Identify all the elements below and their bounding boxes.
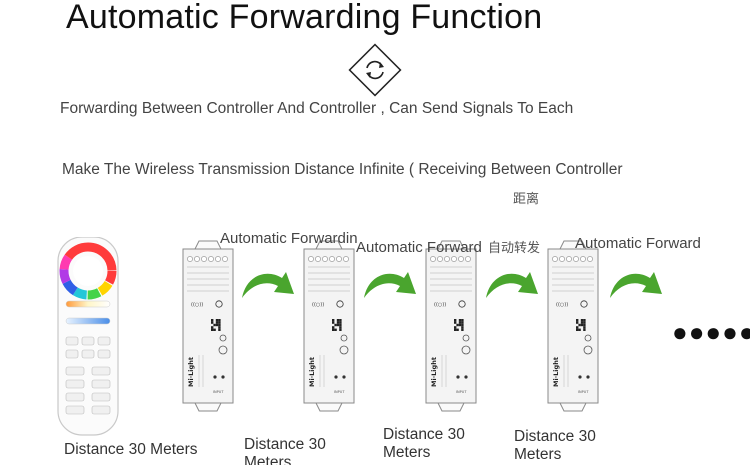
curved-arrow-icon: [484, 264, 540, 300]
subtitle-line-2: Make The Wireless Transmission Distance …: [62, 161, 623, 178]
controller-device: ((○)) Mi·Light INPUT: [420, 237, 482, 415]
svg-text:Mi·Light: Mi·Light: [552, 357, 560, 387]
svg-text:((○)): ((○)): [191, 302, 203, 308]
curved-arrow-icon: [362, 264, 418, 300]
svg-text:Mi·Light: Mi·Light: [430, 357, 438, 387]
svg-text:INPUT: INPUT: [456, 390, 467, 394]
distance-label-controller-2: Distance 30 Meters: [383, 426, 465, 461]
forward-label: Automatic Forward: [356, 239, 482, 256]
svg-text:Mi·Light: Mi·Light: [308, 357, 316, 387]
svg-text:INPUT: INPUT: [334, 390, 345, 394]
curved-arrow-icon: [608, 264, 664, 300]
cjk-fragment-distance: 距离: [513, 191, 540, 206]
controller-device: ((○)) Mi·Light INPUT: [177, 237, 239, 415]
image-gap: [130, 305, 178, 365]
page-title: Automatic Forwarding Function: [66, 0, 543, 36]
distance-label-controller-1: Distance 30 Meters: [244, 436, 326, 465]
distance-label-remote: Distance 30 Meters: [64, 441, 198, 458]
svg-text:((○)): ((○)): [556, 302, 568, 308]
cycle-arrows-icon: [343, 38, 407, 102]
remote-control: [40, 237, 136, 437]
curved-arrow-icon: [240, 264, 296, 300]
cjk-fragment-forward: 自动转发: [488, 240, 541, 255]
subtitle-line-1: Forwarding Between Controller And Contro…: [60, 100, 574, 117]
svg-text:INPUT: INPUT: [578, 390, 589, 394]
distance-label-controller-3: Distance 30 Meters: [514, 428, 596, 463]
forward-label: Automatic Forwardin: [220, 230, 358, 247]
svg-text:((○)): ((○)): [434, 302, 446, 308]
svg-text:INPUT: INPUT: [213, 390, 224, 394]
forward-label: Automatic Forward: [575, 235, 701, 252]
svg-text:((○)): ((○)): [312, 302, 324, 308]
more-indicator: ●●●●●: [672, 317, 750, 347]
controller-device: ((○)) Mi·Light INPUT: [298, 237, 360, 415]
svg-text:Mi·Light: Mi·Light: [187, 357, 195, 387]
controller-device: ((○)) Mi·Light INPUT: [542, 237, 604, 415]
